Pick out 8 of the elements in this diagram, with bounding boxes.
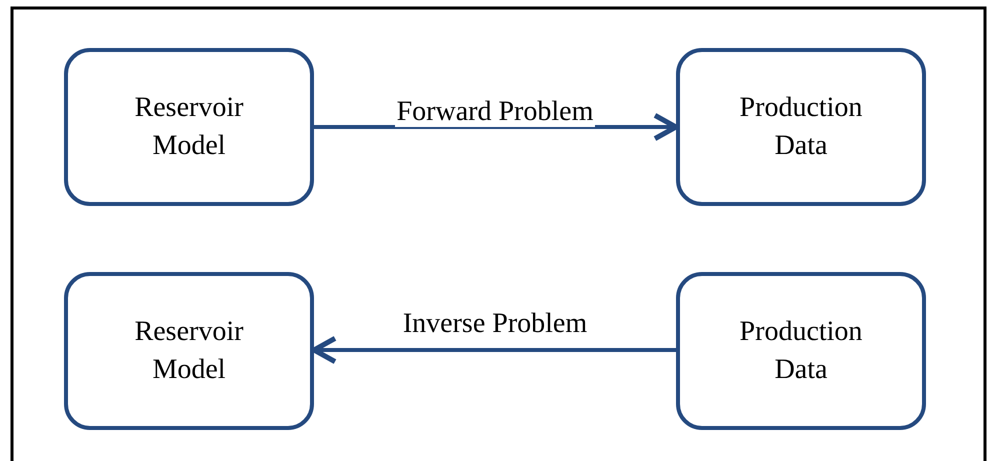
process-box	[676, 272, 926, 430]
box-label: Production Data	[738, 315, 864, 387]
process-box	[676, 48, 926, 206]
box-label: Production Data	[738, 91, 864, 163]
box-label: Reservoir Model	[134, 315, 244, 387]
process-box	[64, 48, 314, 206]
process-box	[64, 272, 314, 430]
box-label: Reservoir Model	[134, 91, 244, 163]
